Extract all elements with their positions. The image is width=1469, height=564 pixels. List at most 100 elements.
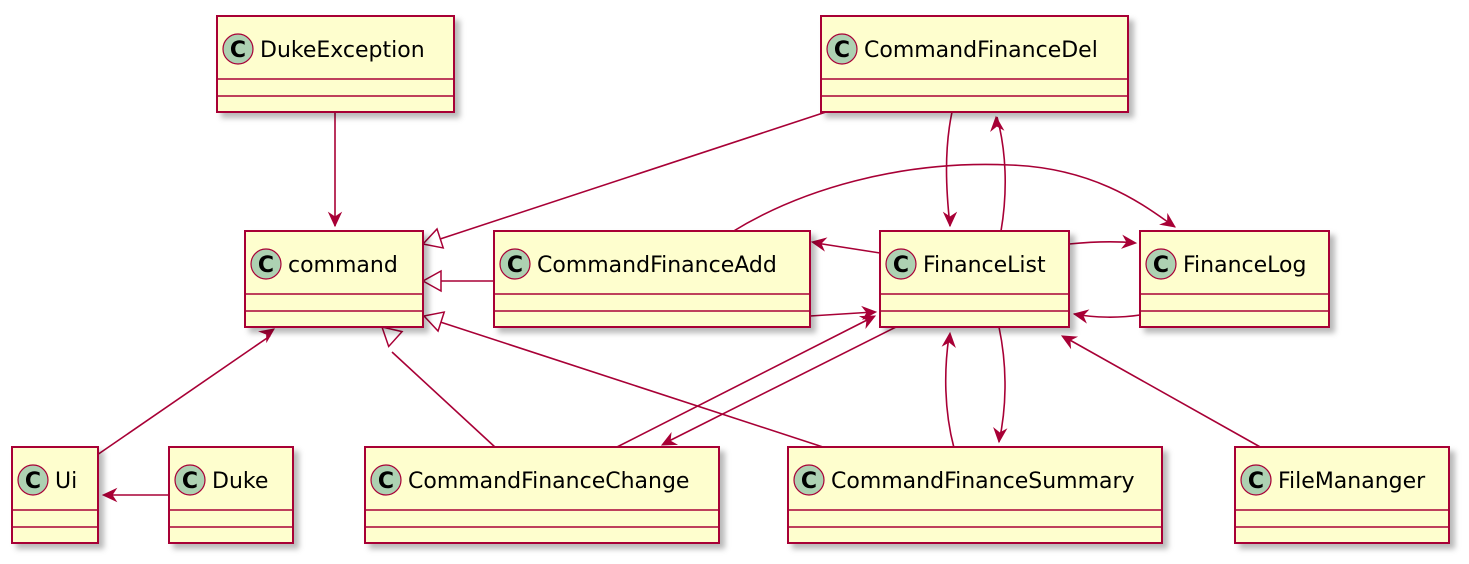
class-stereotype-icon: C [885, 248, 917, 280]
stereotype-letter: C [834, 38, 850, 63]
relation-finance-log-to-finance-list [1072, 309, 1141, 324]
class-box [879, 230, 1070, 328]
relation-line [998, 326, 1006, 443]
class-stereotype-icon: C [1145, 248, 1177, 280]
class-stereotype-icon: C [793, 464, 825, 496]
relation-command-finance-add-to-command [421, 269, 494, 293]
association-arrowhead [660, 432, 679, 446]
association-arrowhead [810, 237, 828, 252]
inheritance-arrowhead [421, 269, 442, 293]
association-arrowhead [941, 331, 956, 348]
relation-line [1067, 338, 1263, 449]
relations-layer [96, 111, 1263, 503]
inheritance-arrowhead [422, 311, 446, 333]
relation-line [614, 316, 874, 449]
association-arrowhead [942, 211, 958, 228]
class-box [1139, 230, 1330, 328]
class-command-finance-change[interactable]: C CommandFinanceChange [364, 446, 720, 544]
relation-line [427, 317, 827, 449]
class-name: DukeException [260, 38, 425, 63]
relation-finance-list-to-command-finance-del [990, 115, 1006, 232]
class-box [216, 15, 455, 113]
relation-line [815, 242, 881, 254]
relation-line [664, 326, 897, 444]
relation-line [1068, 241, 1136, 245]
class-stereotype-icon: C [250, 248, 282, 280]
stereotype-letter: C [893, 253, 909, 278]
relation-finance-list-to-command-finance-summary [993, 326, 1008, 444]
relation-finance-list-to-command-finance-change [660, 326, 897, 446]
relation-line [96, 335, 271, 456]
association-arrowhead [1072, 309, 1090, 324]
class-finance-log[interactable]: C FinanceLog [1139, 230, 1330, 328]
relation-line [391, 351, 497, 449]
class-name: CommandFinanceAdd [537, 253, 777, 278]
class-duke[interactable]: C Duke [168, 446, 294, 544]
stereotype-letter: C [1153, 253, 1169, 278]
stereotype-letter: C [507, 253, 523, 278]
stereotype-letter: C [378, 469, 394, 494]
relation-finance-list-to-finance-log [1068, 234, 1138, 249]
class-box [787, 446, 1163, 544]
class-name: FinanceList [923, 253, 1046, 278]
association-arrowhead [327, 211, 343, 228]
relation-command-finance-del-to-command [421, 111, 827, 249]
class-name: FinanceLog [1183, 253, 1306, 278]
association-arrowhead [101, 487, 118, 503]
relation-command-finance-add-to-finance-log [731, 163, 1176, 233]
stereotype-letter: C [25, 469, 41, 494]
class-name: Ui [55, 469, 77, 494]
class-stereotype-icon: C [17, 464, 49, 496]
class-box [364, 446, 720, 544]
relation-finance-list-to-command-finance-add [810, 237, 881, 254]
relation-duke-to-ui [101, 487, 169, 503]
relation-command-finance-change-to-command [380, 325, 497, 449]
stereotype-letter: C [801, 469, 817, 494]
inheritance-arrowhead [421, 227, 445, 249]
relation-command-finance-summary-to-finance-list [941, 331, 956, 449]
class-box [244, 230, 424, 328]
class-stereotype-icon: C [826, 33, 858, 65]
class-stereotype-icon: C [1240, 464, 1272, 496]
class-command-finance-summary[interactable]: C CommandFinanceSummary [787, 446, 1163, 544]
class-command-finance-del[interactable]: C CommandFinanceDel [820, 15, 1129, 113]
relation-line [944, 335, 955, 449]
association-arrowhead [858, 315, 877, 329]
relation-line [731, 163, 1176, 233]
association-arrowhead [993, 427, 1008, 444]
class-box [493, 230, 811, 328]
stereotype-letter: C [182, 469, 198, 494]
stereotype-letter: C [258, 253, 274, 278]
relation-line [996, 116, 1006, 232]
relation-file-mananger-to-finance-list [1060, 335, 1263, 449]
relation-duke-exception-to-command [327, 112, 343, 228]
relation-line [427, 111, 827, 244]
class-name: CommandFinanceChange [408, 469, 689, 494]
association-arrowhead [1159, 212, 1176, 228]
class-name: CommandFinanceSummary [831, 469, 1135, 494]
relation-ui-to-command [96, 328, 275, 456]
class-stereotype-icon: C [222, 33, 254, 65]
class-stereotype-icon: C [499, 248, 531, 280]
class-box [11, 446, 99, 544]
class-command-finance-add[interactable]: C CommandFinanceAdd [493, 230, 811, 328]
association-arrowhead [258, 328, 275, 344]
relation-command-finance-change-to-finance-list [614, 315, 877, 449]
relation-line [945, 111, 953, 227]
class-box [1234, 446, 1450, 544]
class-name: CommandFinanceDel [864, 38, 1098, 63]
class-ui[interactable]: C Ui [11, 446, 99, 544]
class-finance-list[interactable]: C FinanceList [879, 230, 1070, 328]
class-box [820, 15, 1129, 113]
class-name: Duke [212, 469, 268, 494]
relation-command-finance-del-to-finance-list [942, 111, 958, 228]
class-name: FileMananger [1278, 469, 1426, 494]
relation-command-finance-summary-to-command [422, 311, 827, 449]
relation-line [809, 311, 875, 317]
association-arrowhead [1060, 335, 1079, 350]
